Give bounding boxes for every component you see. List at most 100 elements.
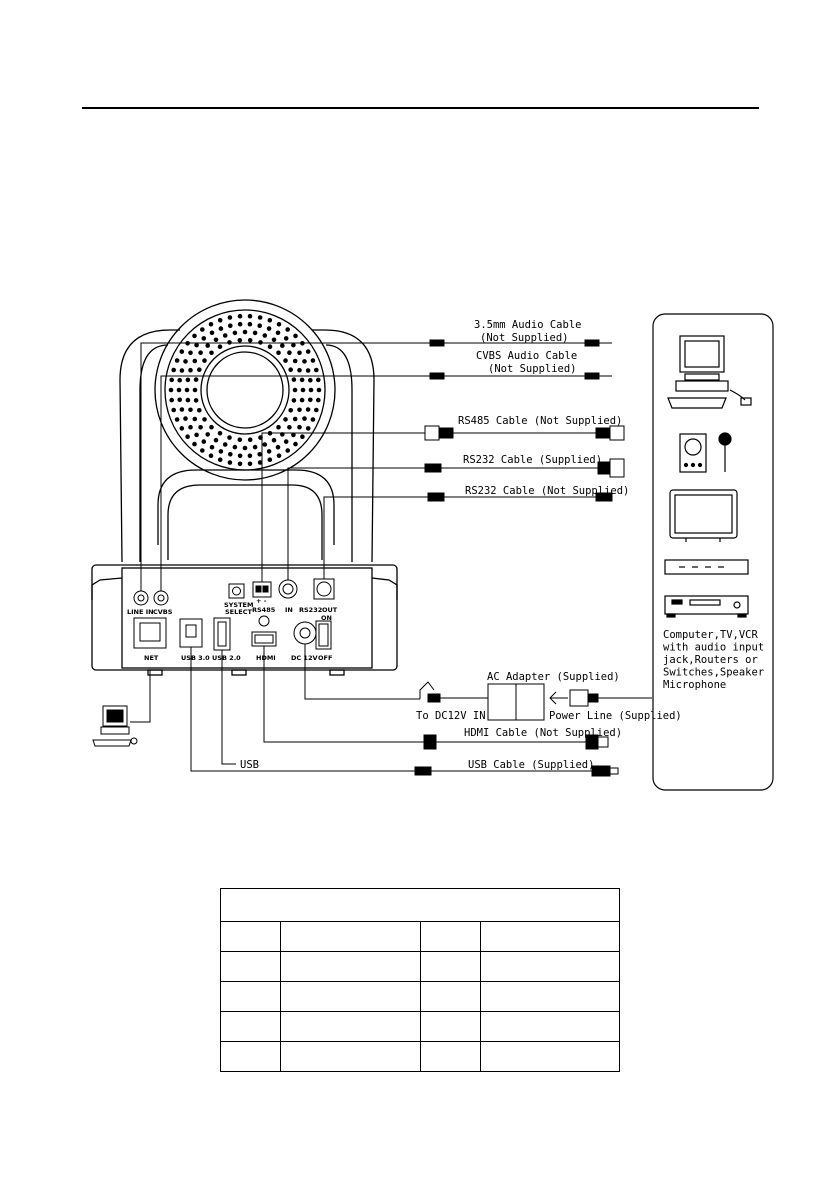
speaker-hole (217, 457, 223, 463)
table-row (219, 921, 621, 952)
rs232-not-supplied-cable (427, 492, 613, 502)
speaker-hole (305, 368, 311, 373)
speaker-hole (208, 453, 214, 459)
speaker-hole (316, 387, 322, 393)
router-icon (664, 559, 749, 575)
table-cell (280, 1041, 421, 1072)
speaker-hole (291, 398, 297, 403)
audio-35mm-cable (429, 339, 612, 347)
line-in-jack (133, 590, 149, 606)
speaker-hole (314, 407, 319, 413)
speaker-hole (257, 315, 263, 320)
speaker-hole (276, 424, 281, 430)
speaker-hole (209, 444, 215, 450)
speaker-hole (258, 340, 263, 345)
hdmi-port (251, 631, 277, 647)
speaker-hole (185, 434, 190, 440)
label-power-line: Power Line (Supplied) (549, 710, 682, 722)
speaker-hole (297, 424, 302, 430)
label-to-dc12v: To DC12V IN (416, 710, 486, 722)
hdmi-cable (423, 734, 609, 750)
label-rs232-supplied: RS232 Cable (Supplied) (463, 454, 602, 466)
device-panel-line: jack,Routers or (663, 654, 758, 666)
speaker-hole (201, 336, 207, 341)
table-cell (479, 1041, 621, 1072)
speaker-hole (193, 398, 199, 403)
speaker-hole (314, 367, 319, 373)
speaker-hole (276, 350, 281, 356)
speaker-hole (267, 344, 273, 350)
speaker-hole (293, 441, 298, 447)
speaker-hole (288, 367, 294, 373)
speaker-hole (232, 330, 238, 336)
speaker-hole (169, 377, 174, 383)
net-port (133, 617, 167, 649)
system-select-switch (228, 583, 245, 599)
port-label-line-in: LINE IN (127, 608, 154, 616)
speaker-hole (297, 367, 302, 373)
cvbs-jack (153, 590, 169, 606)
speaker-hole (237, 338, 243, 343)
table-header-row (220, 888, 620, 922)
speaker-hole (184, 387, 190, 393)
speaker-hole (198, 350, 203, 356)
microphone-icon (718, 432, 732, 472)
speaker-hole (179, 349, 185, 354)
label-usb: USB (240, 759, 259, 771)
speaker-hole (209, 350, 214, 356)
speaker-hole (275, 330, 281, 336)
table-row (219, 1041, 621, 1072)
speaker-hole (237, 321, 243, 327)
port-label-rs232: RS232 (299, 606, 322, 614)
label-cvbs-note: (Not Supplied) (488, 363, 577, 375)
speaker-hole (217, 318, 223, 323)
speaker-hole (292, 416, 298, 422)
speaker-hole (308, 387, 314, 393)
speaker-hole (183, 416, 188, 421)
speaker-hole (267, 318, 273, 323)
speaker-hole (237, 437, 243, 443)
speaker-hole (188, 424, 193, 430)
speaker-hole (192, 333, 197, 339)
speaker-hole (283, 417, 288, 422)
device-panel-line: Computer,TV,VCR (663, 629, 759, 641)
table-cell (479, 1011, 621, 1042)
network-computer-icon (92, 705, 138, 747)
speaker-hole (271, 337, 277, 343)
speaker-hole (310, 358, 316, 363)
speaker-hole (200, 327, 205, 332)
speaker-hole (205, 432, 210, 437)
speaker-hole (227, 315, 233, 320)
port-label-cvbs: CVBS (153, 608, 173, 616)
speaker-grille (168, 313, 322, 467)
table-cell (219, 951, 282, 982)
speaker-hole (213, 437, 219, 443)
speaker-hole (305, 407, 311, 412)
table-cell (419, 1041, 481, 1072)
speaker-hole (280, 343, 285, 348)
speaker-hole (222, 333, 228, 338)
cvbs-cable (429, 372, 612, 380)
speaker-hole (300, 387, 306, 393)
speaker-hole (242, 329, 248, 335)
speaker-hole (232, 444, 238, 450)
speaker-hole (228, 452, 233, 457)
speaker-hole (188, 367, 193, 373)
ac-adapter (419, 681, 652, 721)
port-label-on: ON (321, 614, 332, 622)
speaker-hole (217, 431, 223, 436)
table-row (219, 981, 621, 1012)
speaker-hole (176, 387, 182, 393)
speaker-hole (237, 313, 243, 319)
speaker-hole (293, 333, 298, 339)
speaker-hole (217, 344, 223, 350)
speaker-hole (292, 358, 298, 364)
device-panel-line: with audio input (663, 642, 764, 654)
table-cell (219, 981, 282, 1012)
speaker-hole (316, 397, 321, 403)
cable-labels: 3.5mm Audio Cable (Not Supplied) CVBS Au… (240, 319, 682, 771)
speaker-hole (283, 336, 289, 341)
speaker-hole (209, 330, 215, 336)
speaker-hole (262, 442, 268, 447)
header-rule (82, 107, 759, 109)
